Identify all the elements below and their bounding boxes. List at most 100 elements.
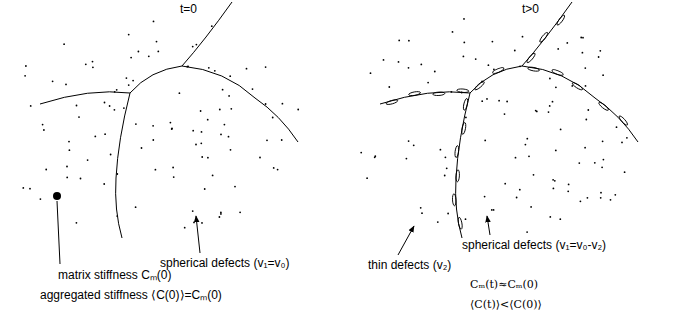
spherical-defect bbox=[519, 189, 521, 191]
spherical-defect bbox=[560, 129, 562, 131]
spherical-defect bbox=[506, 101, 508, 103]
spherical-defect bbox=[66, 177, 68, 179]
spherical-defect bbox=[266, 139, 268, 141]
spherical-defect bbox=[179, 92, 181, 94]
spherical-defect bbox=[463, 18, 465, 20]
thin-defect bbox=[571, 82, 583, 91]
spherical-defect bbox=[516, 197, 518, 199]
spherical-defect bbox=[624, 171, 626, 173]
thin-defect bbox=[551, 69, 563, 77]
spherical-defect bbox=[148, 55, 150, 57]
spherical-defect bbox=[580, 37, 582, 39]
thin-defect bbox=[454, 145, 459, 157]
spherical-defect bbox=[184, 227, 186, 229]
spherical-defect bbox=[92, 61, 94, 63]
leader-lines bbox=[57, 201, 490, 264]
spherical-defect bbox=[92, 66, 94, 68]
spherical-defect bbox=[114, 109, 116, 111]
spherical-defect bbox=[486, 98, 488, 100]
spherical-defect bbox=[230, 149, 232, 151]
spherical-defect bbox=[85, 63, 87, 65]
spherical-defect bbox=[420, 64, 422, 66]
thin-defect bbox=[461, 122, 467, 134]
defect-label: spherical defects (v₁=v₀) bbox=[160, 256, 289, 270]
spherical-defect bbox=[29, 188, 31, 190]
spherical-defect bbox=[492, 41, 494, 43]
spherical-defect bbox=[584, 147, 586, 149]
spherical-defect bbox=[481, 100, 483, 102]
spherical-defect bbox=[110, 154, 112, 156]
spherical-defect bbox=[366, 177, 368, 179]
spherical-defect bbox=[204, 188, 206, 190]
spherical-defect bbox=[578, 162, 580, 164]
spherical-defect bbox=[229, 75, 231, 77]
spherical-defect bbox=[200, 110, 202, 112]
spherical-defect bbox=[43, 129, 45, 131]
spherical-defect bbox=[600, 197, 602, 199]
spherical-defect bbox=[195, 144, 197, 146]
spherical-defect bbox=[600, 192, 602, 194]
grain-boundaries bbox=[40, 2, 298, 238]
spherical-defect bbox=[555, 86, 557, 88]
spherical-defect bbox=[610, 199, 612, 201]
spherical-defect bbox=[584, 67, 586, 69]
spherical-defect bbox=[201, 131, 203, 133]
spherical-defect bbox=[201, 156, 203, 158]
spherical-defect bbox=[383, 59, 385, 61]
spherical-defect bbox=[192, 130, 194, 132]
spherical-defect bbox=[65, 84, 67, 86]
spherical-defect bbox=[40, 198, 42, 200]
spherical-defect bbox=[277, 169, 279, 171]
spherical-defect bbox=[360, 152, 362, 154]
spherical-defect bbox=[599, 50, 601, 52]
spherical-defect bbox=[582, 52, 584, 54]
spherical-defect bbox=[104, 133, 106, 135]
spherical-defect bbox=[463, 42, 465, 44]
spherical-defect bbox=[602, 74, 604, 76]
spherical-defect bbox=[475, 58, 477, 60]
spherical-defect bbox=[228, 136, 230, 138]
spherical-defect bbox=[587, 109, 589, 111]
spherical-defect bbox=[603, 159, 605, 161]
spherical-defect bbox=[220, 213, 222, 215]
spherical-defect bbox=[138, 51, 140, 53]
spherical-defect bbox=[548, 111, 550, 113]
thin-defects bbox=[386, 14, 629, 229]
spherical-defect bbox=[533, 174, 535, 176]
spherical-defect bbox=[493, 209, 495, 211]
spherical-defect bbox=[437, 221, 439, 223]
defect-label: thin defects (v₂) bbox=[368, 258, 451, 272]
spherical-defect bbox=[530, 206, 532, 208]
spherical-defect bbox=[408, 67, 410, 69]
spherical-defect bbox=[297, 109, 299, 111]
spherical-defect bbox=[192, 46, 194, 48]
stiffness-note: Cₘ(t)≈Cₘ(0) bbox=[470, 278, 538, 292]
spherical-defect bbox=[585, 85, 587, 87]
spherical-defect bbox=[69, 149, 71, 151]
spherical-defect bbox=[282, 103, 284, 105]
spherical-defect bbox=[582, 37, 584, 39]
thin-defect bbox=[463, 98, 469, 110]
spherical-defect bbox=[234, 186, 236, 188]
spherical-defect bbox=[601, 166, 603, 168]
spherical-defect bbox=[265, 103, 267, 105]
spherical-defect bbox=[141, 147, 143, 149]
spherical-defect bbox=[219, 216, 221, 218]
spherical-defect bbox=[585, 119, 587, 121]
spherical-defect bbox=[116, 89, 118, 91]
thin-defect bbox=[433, 92, 445, 96]
spherical-defect bbox=[281, 139, 283, 141]
spherical-defect bbox=[135, 206, 137, 208]
spherical-defect bbox=[212, 175, 214, 177]
spherical-defect bbox=[94, 136, 96, 138]
spherical-defect bbox=[602, 140, 604, 142]
spherical-defect bbox=[388, 86, 390, 88]
thin-defect bbox=[618, 115, 629, 126]
spherical-defect bbox=[408, 40, 410, 42]
spherical-defect bbox=[526, 138, 528, 140]
time-label: t>0 bbox=[522, 2, 539, 16]
spherical-defect bbox=[553, 188, 555, 190]
thin-defect bbox=[456, 170, 460, 182]
spherical-defect bbox=[153, 21, 155, 23]
time-label: t=0 bbox=[180, 2, 197, 16]
